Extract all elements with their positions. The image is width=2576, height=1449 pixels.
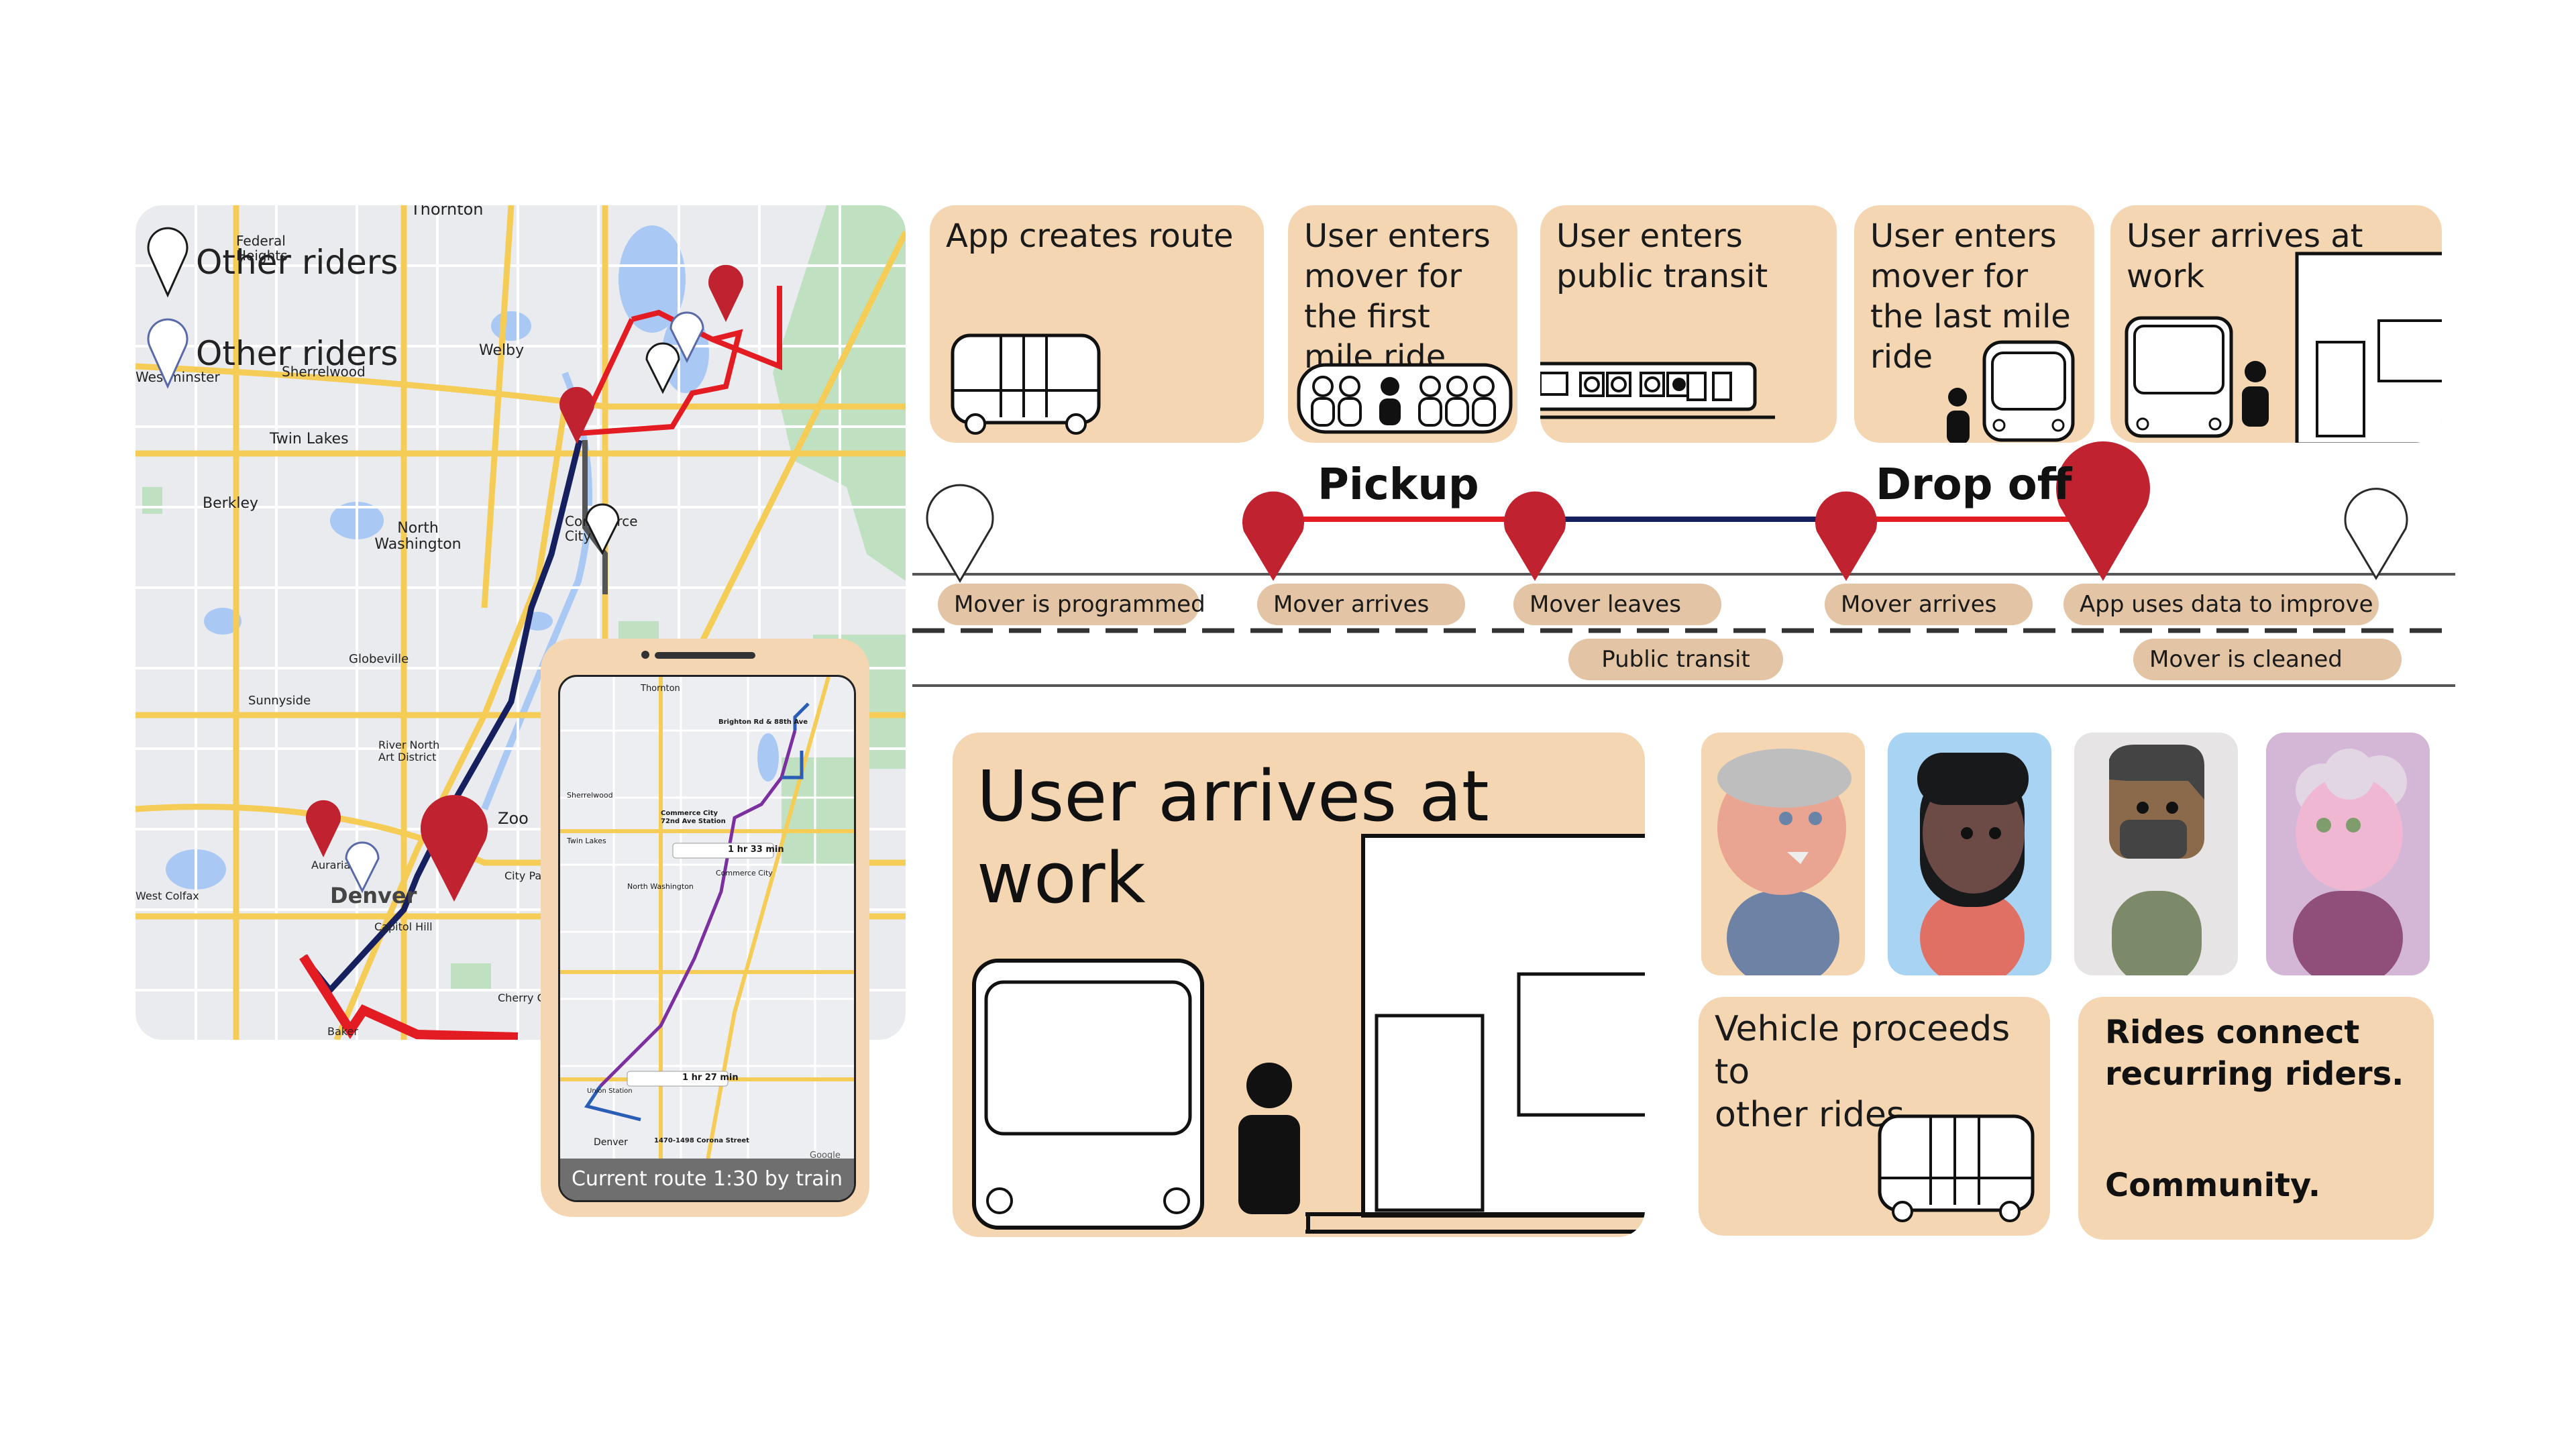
phone-label-twin-lakes: Twin Lakes — [567, 837, 606, 845]
phone-speaker — [655, 652, 755, 659]
other-riders-legend-label-2: Other riders — [196, 334, 398, 373]
elderly-rider-avatar — [1701, 733, 1865, 975]
map-place-auraria: Auraria — [311, 859, 351, 871]
step-card-arrives-work: User arrives at work — [2110, 205, 2442, 443]
step-card-last-mile: User enters mover for the last mile ride — [1854, 205, 2094, 443]
other-riders-legend-label-1: Other riders — [196, 243, 398, 282]
step-card-create-route: App creates route — [930, 205, 1264, 443]
step-card-public-transit: User enters public transit — [1540, 205, 1837, 443]
mover-programmed-pin-icon[interactable] — [923, 483, 997, 584]
map-place-denver: Denver — [330, 883, 417, 908]
map-dropoff-pin-icon[interactable] — [303, 798, 343, 859]
phone-label-cc-station: Commerce City 72nd Ave Station — [661, 810, 726, 825]
step-label: User enters public transit — [1556, 217, 1768, 295]
map-panel[interactable]: Thornton Federal Heights Westminster She… — [136, 205, 906, 1040]
map-place-thornton: Thornton — [411, 205, 484, 219]
map-place-baker: Baker — [327, 1025, 358, 1038]
phone-label-thornton: Thornton — [641, 684, 680, 694]
shuttle-front-icon — [1947, 340, 2075, 443]
map-place-twin-lakes: Twin Lakes — [270, 431, 349, 447]
phone-label-sherrelwood: Sherrelwood — [567, 791, 613, 800]
bearded-rider-avatar — [2074, 733, 2238, 975]
phone-screen[interactable]: 1 hr 33 min 1 hr 27 min Thornton Brighto… — [558, 675, 856, 1202]
map-pickup-pin-icon[interactable] — [557, 385, 597, 445]
map-work-pin-icon[interactable] — [417, 794, 491, 903]
rider-face-icon — [1917, 753, 2029, 975]
other-riders-pin-icon — [147, 227, 189, 298]
community-line-1: Rides connect recurring riders. — [2105, 1014, 2404, 1093]
map-place-globeville: Globeville — [349, 652, 409, 666]
phone-map — [560, 677, 854, 1161]
phone-label-north-washington: North Washington — [627, 882, 694, 891]
timeline-rails — [912, 573, 2455, 687]
shuttle-icon — [951, 333, 1101, 435]
other-riders-pin-icon-blue — [147, 318, 189, 389]
pickup-label: Pickup — [1318, 460, 1479, 510]
pickup-leave-pin-icon[interactable] — [1501, 490, 1568, 584]
map-place-welby: Welby — [479, 342, 525, 359]
community-line-2: Community. — [2105, 1167, 2321, 1204]
map-place-federal-heights: Federal Heights — [236, 233, 288, 264]
office-icon — [2125, 252, 2442, 443]
map-place-city-park: City Park — [504, 869, 553, 882]
phone-label-commerce-city: Commerce City — [716, 869, 773, 877]
map-rider-pin-icon-2[interactable] — [584, 498, 621, 555]
dropoff-arrive-pin-icon[interactable] — [1813, 490, 1880, 584]
rider-avatar-dark — [1888, 733, 2051, 975]
vehicle-proceeds-card: Vehicle proceeds to other rides — [1699, 997, 2050, 1236]
mover-cleaned-pin-icon[interactable] — [2343, 487, 2410, 581]
phone-label-brighton: Brighton Rd & 88th Ave — [718, 718, 808, 726]
map-place-river-north: River North Art District — [378, 739, 440, 763]
step-label: User enters mover for the first mile rid… — [1304, 217, 1491, 376]
step-label: App creates route — [946, 217, 1234, 255]
map-place-westminster: Westminster — [136, 369, 220, 385]
train-icon — [1540, 362, 1775, 419]
step-card-first-mile: User enters mover for the first mile rid… — [1288, 205, 1517, 443]
map-rider-pin-icon[interactable] — [644, 337, 682, 394]
event-mover-programmed: Mover is programmed — [938, 584, 1205, 625]
step-label: User arrives at work — [2127, 217, 2363, 295]
vehicle-proceeds-label: Vehicle proceeds to other rides — [1715, 1009, 2010, 1135]
map-place-west-colfax: West Colfax — [136, 890, 199, 902]
map-place-sherrelwood: Sherrelwood — [282, 364, 366, 380]
event-mover-arrives-dropoff: Mover arrives — [1825, 584, 2033, 625]
map-place-capitol-hill: Capitol Hill — [374, 920, 433, 933]
phone-label-google: Google — [810, 1150, 841, 1161]
dropoff-label: Drop off — [1876, 460, 2072, 510]
phone-camera-dot — [641, 651, 649, 659]
event-mover-leaves: Mover leaves — [1513, 584, 1721, 625]
pickup-arrive-pin-icon[interactable] — [1240, 490, 1307, 584]
senior-rider-avatar — [2266, 733, 2430, 975]
map-rider-pin-icon-blue[interactable] — [668, 306, 706, 364]
passengers-icon — [1297, 363, 1513, 434]
senior-rider-face-icon — [2293, 749, 2407, 975]
shuttle-icon — [1878, 1114, 2035, 1222]
event-app-improve: App uses data to improve — [2063, 584, 2379, 625]
phone-chip-1[interactable]: 1 hr 33 min — [728, 845, 784, 855]
step-label: User enters mover for the last mile ride — [1870, 217, 2071, 376]
elderly-rider-face-icon — [1717, 749, 1851, 975]
bearded-rider-face-icon — [2109, 745, 2204, 975]
map-place-north-washington: North Washington — [374, 520, 462, 553]
arrival-title: User arrives at work — [977, 755, 1489, 919]
event-public-transit: Public transit — [1568, 639, 1783, 680]
phone-label-corona: 1470-1498 Corona Street — [654, 1137, 749, 1144]
phone-route-caption: Current route 1:30 by train — [560, 1159, 854, 1200]
map-place-berkley: Berkley — [203, 495, 259, 512]
phone-frame[interactable]: 1 hr 33 min 1 hr 27 min Thornton Brighto… — [541, 639, 869, 1217]
phone-chip-2[interactable]: 1 hr 27 min — [682, 1073, 739, 1083]
event-mover-arrives-pickup: Mover arrives — [1257, 584, 1465, 625]
phone-label-denver: Denver — [594, 1137, 628, 1148]
arrival-scene-icon — [972, 834, 1645, 1234]
community-card: Rides connect recurring riders. Communit… — [2078, 997, 2434, 1240]
map-place-zoo: Zoo — [498, 809, 529, 828]
map-place-sunnyside: Sunnyside — [248, 694, 311, 708]
map-destination-pin-icon[interactable] — [706, 263, 746, 323]
event-mover-cleaned: Mover is cleaned — [2133, 639, 2402, 680]
arrival-card: User arrives at work — [953, 733, 1645, 1237]
map-rider-pin-icon-blue-2[interactable] — [343, 836, 381, 894]
dropoff-work-pin-icon[interactable] — [2053, 441, 2153, 584]
phone-label-union-station: Union Station — [587, 1087, 633, 1095]
